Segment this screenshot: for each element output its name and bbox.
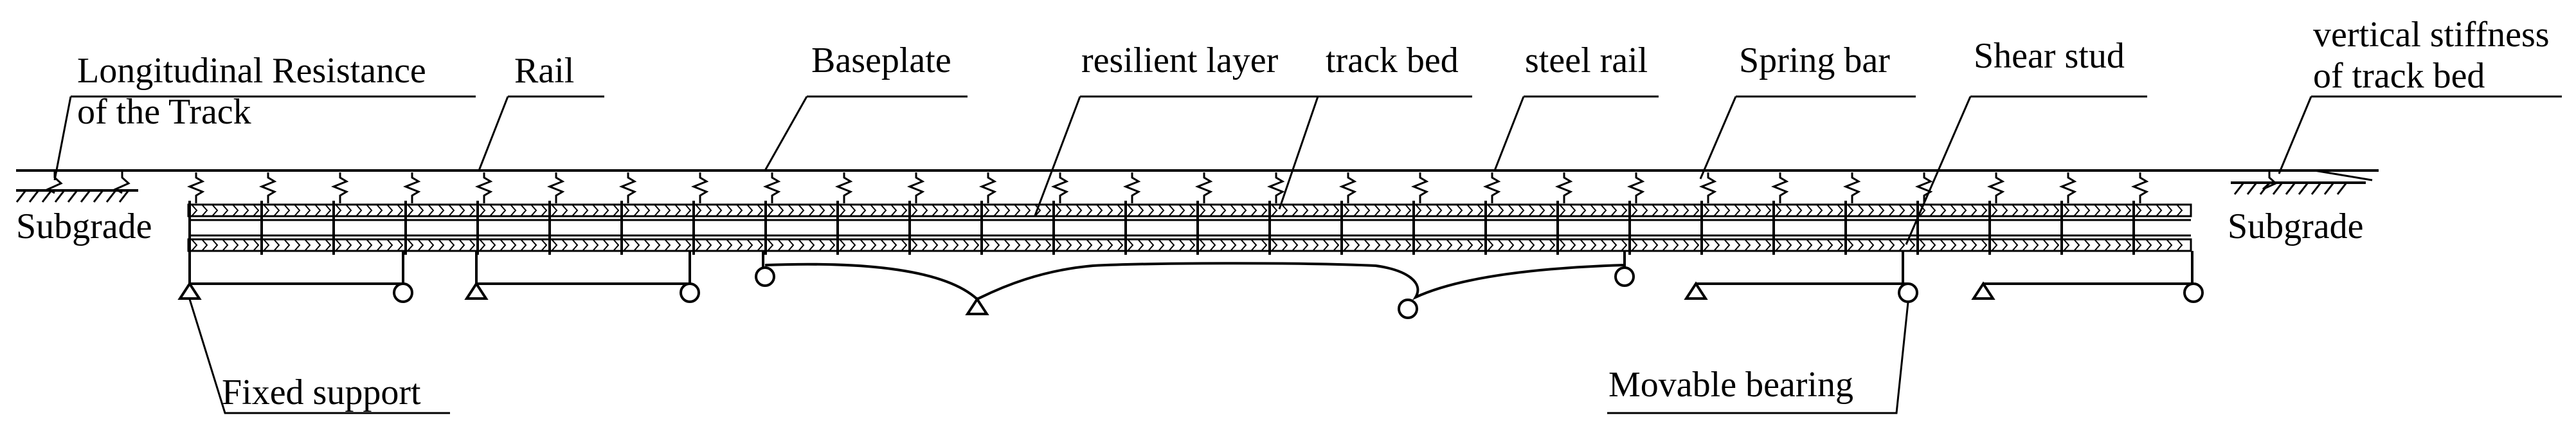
vertical-spring xyxy=(1842,172,1861,203)
label-steel-rail: steel rail xyxy=(1525,41,1648,80)
girder-span-3-curved xyxy=(762,251,1626,301)
vertical-spring xyxy=(1626,172,1645,203)
vertical-spring xyxy=(690,172,709,203)
longitudinal-spring-right xyxy=(2262,170,2278,190)
label-spring-bar: Spring bar xyxy=(1739,41,1890,80)
label-track-bed: track bed xyxy=(1326,41,1459,80)
vertical-spring xyxy=(906,172,925,203)
track-bed-slab xyxy=(187,203,2192,252)
vertical-spring xyxy=(402,172,421,203)
label-shear-stud: Shear stud xyxy=(1974,36,2125,76)
vertical-spring xyxy=(834,172,853,203)
girder-span-4 xyxy=(1696,251,1908,285)
subgrade-right-ground xyxy=(2231,169,2373,195)
vertical-spring xyxy=(2058,172,2077,203)
vertical-spring xyxy=(2130,172,2149,203)
label-vertical-stiffness-line2: of track bed xyxy=(2313,56,2485,96)
vertical-spring xyxy=(618,172,637,203)
label-fixed-support: Fixed support xyxy=(222,373,421,412)
label-resilient-layer: resilient layer xyxy=(1081,41,1279,80)
vertical-spring xyxy=(1050,172,1069,203)
label-subgrade-left: Subgrade xyxy=(16,207,152,246)
vertical-spring xyxy=(1698,172,1717,203)
fixed-support-icons xyxy=(177,281,1995,315)
girder-span-5 xyxy=(1983,251,2193,285)
movable-bearing-icons xyxy=(393,266,2204,319)
vertical-spring xyxy=(258,172,277,203)
vertical-spring xyxy=(1410,172,1429,203)
label-subgrade-right: Subgrade xyxy=(2228,207,2364,246)
vertical-spring xyxy=(1914,172,1933,203)
vertical-spring xyxy=(330,172,349,203)
vertical-spring xyxy=(1482,172,1501,203)
vertical-spring xyxy=(1338,172,1357,203)
label-rail: Rail xyxy=(514,51,574,91)
label-baseplate: Baseplate xyxy=(811,41,951,80)
vertical-spring xyxy=(1122,172,1141,203)
label-movable-bearing: Movable bearing xyxy=(1608,365,1853,405)
label-longitudinal-resistance-line1: Longitudinal Resistance xyxy=(77,51,426,91)
leader-lines xyxy=(53,95,2562,414)
vertical-spring xyxy=(1266,172,1285,203)
vertical-spring xyxy=(762,172,781,203)
label-vertical-stiffness-line1: vertical stiffness xyxy=(2313,15,2550,55)
vertical-spring xyxy=(546,172,565,203)
vertical-spring xyxy=(1194,172,1213,203)
vertical-spring xyxy=(474,172,493,203)
vertical-spring xyxy=(186,172,205,203)
vertical-spring xyxy=(1986,172,2005,203)
vertical-spring xyxy=(1554,172,1573,203)
rail-spring-row xyxy=(186,172,2149,203)
longitudinal-spring-left-2 xyxy=(113,170,131,194)
girder-span-2 xyxy=(475,251,691,285)
shear-stud-ticks xyxy=(188,201,2135,255)
girder-span-1 xyxy=(188,251,404,285)
vertical-spring xyxy=(1770,172,1789,203)
vertical-spring xyxy=(978,172,997,203)
label-longitudinal-resistance-line2: of the Track xyxy=(77,92,251,132)
